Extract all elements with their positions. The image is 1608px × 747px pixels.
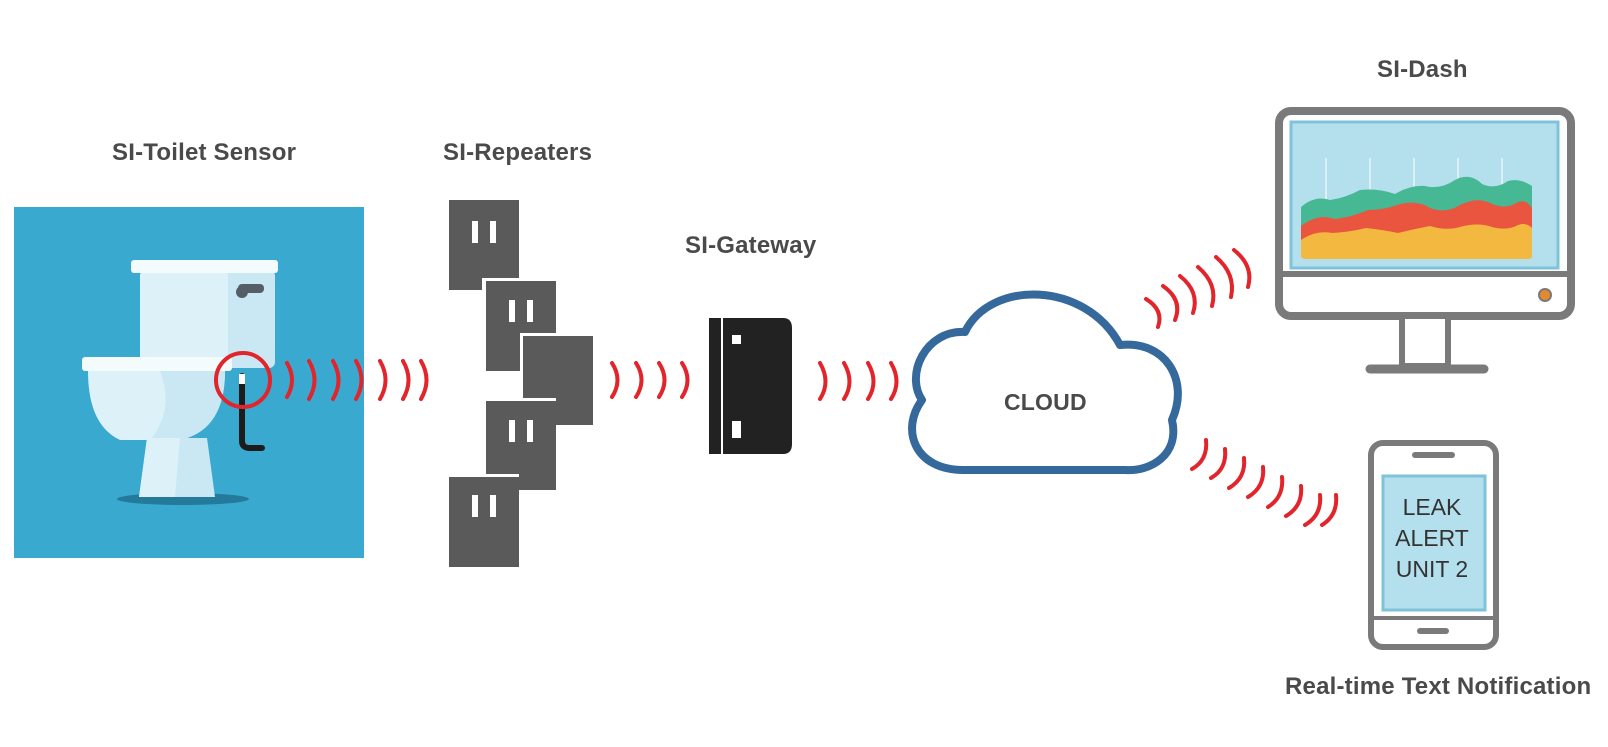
cloud-label: CLOUD <box>1004 389 1087 415</box>
signal-waves-repeaters <box>610 361 690 399</box>
gateway-label: SI-Gateway <box>685 232 817 259</box>
monitor-icon <box>1275 107 1575 374</box>
toilet-sensor-label: SI-Toilet Sensor <box>112 139 297 166</box>
phone-alert-line-3: UNIT 2 <box>1395 556 1469 582</box>
signal-waves-to-phone <box>1190 438 1339 527</box>
dashboard-chart <box>1301 158 1532 259</box>
repeaters-group <box>445 200 594 567</box>
phone-alert-message: LEAK ALERT UNIT 2 <box>1383 492 1481 585</box>
phone-alert-line-2: ALERT <box>1395 525 1469 551</box>
cloud-icon <box>908 290 1182 475</box>
phone-icon <box>1368 440 1499 650</box>
signal-waves-toilet <box>285 359 429 401</box>
toilet-sensor-panel <box>14 207 364 558</box>
repeaters-label: SI-Repeaters <box>443 139 593 166</box>
text-notification-label: Real-time Text Notification <box>1285 673 1592 700</box>
phone-alert-line-1: LEAK <box>1402 494 1462 520</box>
signal-waves-gateway <box>818 361 899 401</box>
signal-waves-to-dash <box>1144 248 1252 329</box>
repeater-1 <box>449 200 519 290</box>
gateway-device <box>709 318 792 454</box>
dash-label: SI-Dash <box>1377 56 1468 83</box>
repeater-5 <box>445 474 519 567</box>
